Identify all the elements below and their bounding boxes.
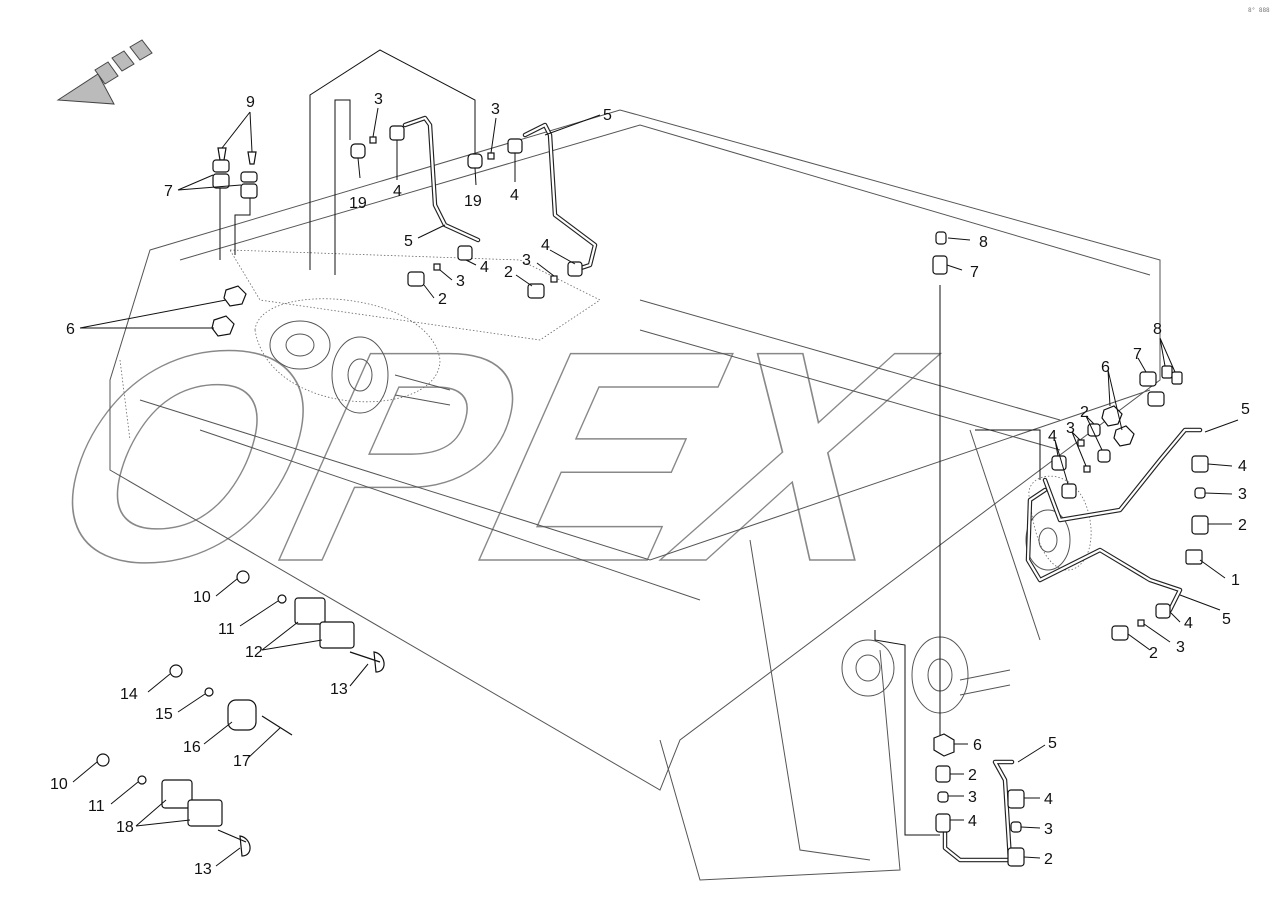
callout-label: 2 (504, 264, 513, 281)
callout-label: 11 (218, 621, 235, 638)
direction-arrow-icon (56, 39, 153, 105)
callout-label: 7 (1133, 346, 1142, 363)
callout-label: 13 (194, 861, 212, 878)
callout-label: 4 (968, 813, 977, 830)
callout-labels: 9 7 3 19 4 3 19 4 5 5 4 3 2 4 3 2 6 8 7 … (50, 91, 1250, 878)
callout-label: 4 (393, 183, 402, 200)
callout-label: 3 (1066, 420, 1075, 437)
callout-label: 4 (1184, 615, 1193, 632)
callout-label: 6 (1101, 359, 1110, 376)
parts (96, 125, 1209, 867)
callout-label: 12 (245, 644, 263, 661)
callout-label: 6 (973, 737, 982, 754)
callout-label: 3 (1044, 821, 1053, 838)
callout-label: 3 (491, 101, 500, 118)
callout-label: 4 (1044, 791, 1053, 808)
callout-label: 14 (120, 686, 138, 703)
callout-label: 16 (183, 739, 201, 756)
callout-label: 5 (1241, 401, 1250, 418)
watermark: OPEX (24, 288, 957, 624)
callout-label: 4 (480, 259, 489, 276)
callout-label: 18 (116, 819, 134, 836)
callout-label: 5 (1048, 735, 1057, 752)
callout-label: 8 (979, 234, 988, 251)
callout-label: 15 (155, 706, 173, 723)
callout-label: 5 (404, 233, 413, 250)
corner-reference: 8° 888 (1248, 7, 1270, 14)
callout-label: 5 (1222, 611, 1231, 628)
callout-label: 19 (349, 195, 367, 212)
callout-label: 4 (541, 237, 550, 254)
callout-label: 1 (1231, 572, 1240, 589)
callout-label: 2 (1080, 404, 1089, 421)
callout-label: 2 (1149, 645, 1158, 662)
callout-label: 5 (603, 107, 612, 124)
callout-label: 7 (164, 183, 173, 200)
callout-label: 11 (88, 798, 105, 815)
callout-label: 17 (233, 753, 251, 770)
callout-label: 9 (246, 94, 255, 111)
callout-label: 3 (374, 91, 383, 108)
callout-label: 2 (968, 767, 977, 784)
callout-label: 13 (330, 681, 348, 698)
callout-label: 2 (438, 291, 447, 308)
callout-label: 2 (1238, 517, 1247, 534)
callout-label: 3 (1238, 486, 1247, 503)
leader-lines (72, 107, 1239, 867)
callout-label: 10 (193, 589, 211, 606)
callout-label: 7 (970, 264, 979, 281)
callout-label: 2 (1044, 851, 1053, 868)
system-lines (219, 49, 1041, 836)
callout-label: 10 (50, 776, 68, 793)
callout-label: 4 (1238, 458, 1247, 475)
callout-label: 3 (1176, 639, 1185, 656)
callout-label: 4 (1048, 428, 1057, 445)
callout-label: 3 (522, 252, 531, 269)
callout-label: 19 (464, 193, 482, 210)
callout-label: 3 (456, 273, 465, 290)
callout-label: 6 (66, 321, 75, 338)
callout-label: 4 (510, 187, 519, 204)
callout-label: 8 (1153, 321, 1162, 338)
pipes (402, 115, 1203, 863)
callout-label: 3 (968, 789, 977, 806)
